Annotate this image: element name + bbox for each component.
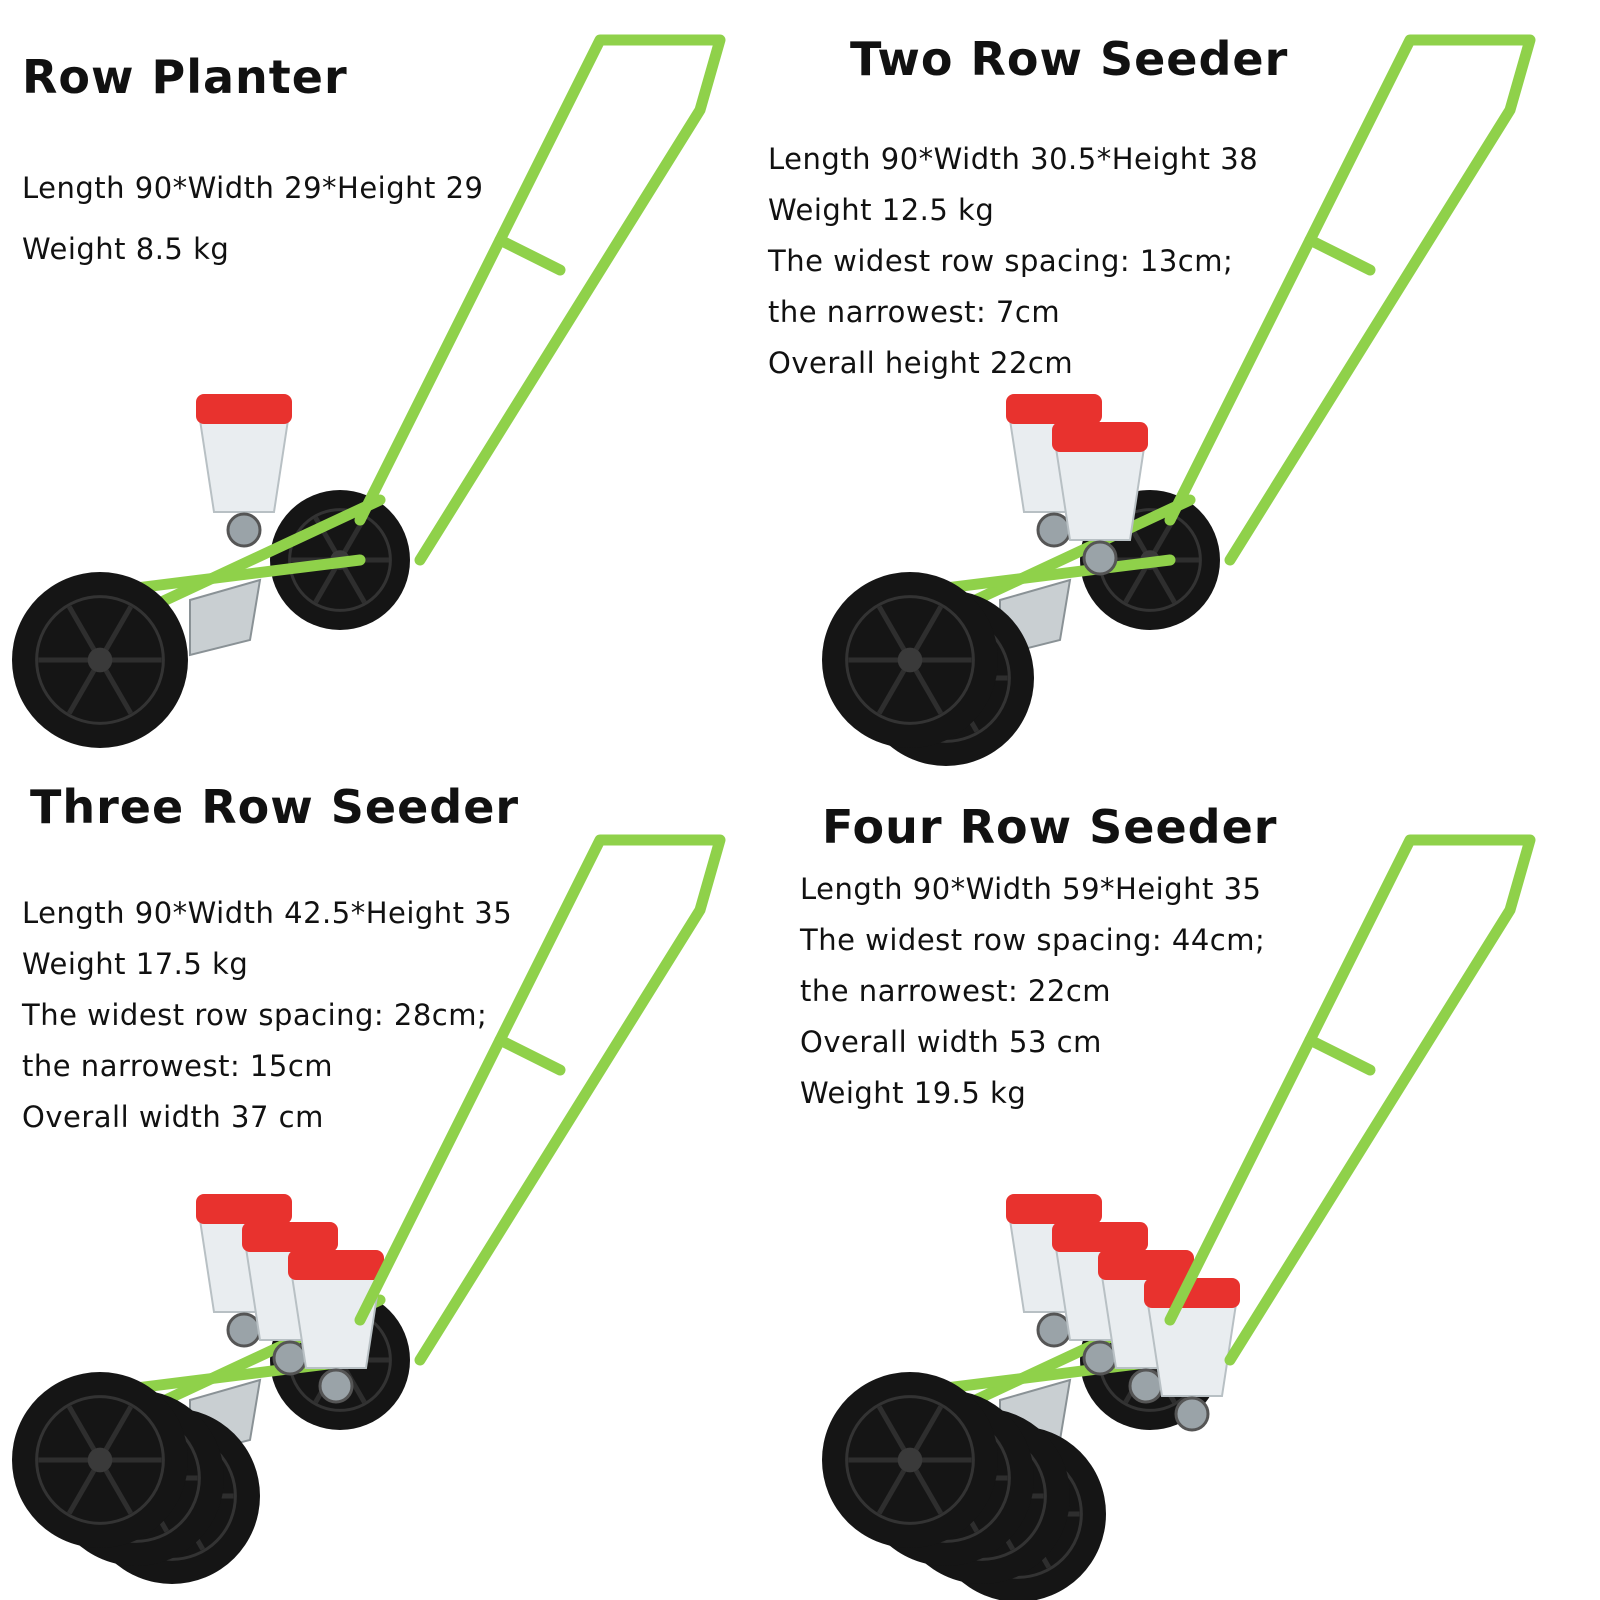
spec-line: Length 90*Width 29*Height 29	[22, 171, 484, 205]
base-frame	[924, 554, 1176, 596]
panel-three-row-seeder: Three Row Seeder Length 90*Width 42.5*He…	[0, 780, 800, 1600]
seed-hopper	[198, 419, 290, 513]
spec-line: Overall width 37 cm	[22, 1100, 324, 1134]
wheel-hub	[87, 1447, 113, 1473]
hopper-lid	[1052, 1222, 1148, 1252]
spec-line: Weight 17.5 kg	[22, 947, 249, 981]
spec-list: Length 90*Width 42.5*Height 35 Weight 17…	[22, 888, 512, 1143]
panel-title: Three Row Seeder	[30, 780, 520, 834]
handle-crossbar	[1304, 1034, 1376, 1076]
furrow-opener	[189, 578, 262, 657]
seed-meter	[1082, 1340, 1118, 1376]
spec-list: Length 90*Width 59*Height 35 The widest …	[800, 864, 1265, 1119]
seed-meter	[1082, 540, 1118, 576]
hopper-lid	[1006, 394, 1102, 424]
seeder-illustration	[12, 834, 726, 1584]
spec-list: Length 90*Width 30.5*Height 38 Weight 12…	[768, 134, 1258, 389]
seed-meter	[1174, 1396, 1210, 1432]
panel-two-row-seeder: Two Row Seeder Length 90*Width 30.5*Heig…	[768, 0, 1600, 800]
hopper-lid	[1098, 1250, 1194, 1280]
handle-crossbar	[494, 1034, 566, 1076]
handle-crossbar	[494, 234, 566, 276]
seeder-illustration	[822, 834, 1536, 1600]
hopper-lid	[288, 1250, 384, 1280]
handle-crossbar	[1304, 234, 1376, 276]
seeder-illustration	[822, 34, 1536, 766]
hopper-lid	[1144, 1278, 1240, 1308]
handle-frame	[1164, 834, 1536, 1366]
seed-meter	[226, 1312, 262, 1348]
spec-line: the narrowest: 22cm	[800, 974, 1112, 1008]
seed-meter	[1128, 1368, 1164, 1404]
spec-line: The widest row spacing: 28cm;	[22, 998, 488, 1032]
wheel-rim	[35, 595, 165, 725]
wheel-rim	[845, 595, 975, 725]
wheel-hub	[897, 1447, 923, 1473]
panel-title: Four Row Seeder	[822, 800, 1278, 854]
panel-row-planter: Row Planter Length 90*Width 29*Height 29…	[0, 0, 800, 800]
seeder-illustration	[12, 34, 726, 748]
spec-line: Weight 8.5 kg	[22, 232, 230, 266]
wheel-hub	[897, 647, 923, 673]
panel-title: Two Row Seeder	[850, 32, 1289, 86]
hopper-lid	[1006, 1194, 1102, 1224]
wheel-rim	[35, 1395, 165, 1525]
wheel-rim	[845, 1395, 975, 1525]
hopper-lid	[196, 1194, 292, 1224]
seed-meter	[318, 1368, 354, 1404]
handle-frame	[1164, 34, 1536, 566]
spec-line: Length 90*Width 42.5*Height 35	[22, 896, 513, 930]
seed-meter	[272, 1340, 308, 1376]
seed-meter	[1036, 1312, 1072, 1348]
spec-list: Length 90*Width 29*Height 29 Weight 8.5 …	[22, 152, 484, 275]
spec-line: Weight 12.5 kg	[768, 193, 995, 227]
panel-four-row-seeder: Four Row Seeder Length 90*Width 59*Heigh…	[800, 800, 1600, 1600]
spec-line: Weight 19.5 kg	[800, 1076, 1027, 1110]
seed-hopper	[1054, 447, 1146, 541]
wheel-rim	[288, 508, 392, 612]
seed-meter	[1036, 512, 1072, 548]
spec-line: the narrowest: 15cm	[22, 1049, 334, 1083]
handle-frame	[354, 834, 726, 1366]
hopper-lid	[196, 394, 292, 424]
wheel-hub	[87, 647, 113, 673]
spec-line: Overall width 53 cm	[800, 1025, 1102, 1059]
handle-frame	[354, 34, 726, 566]
seed-meter	[226, 512, 262, 548]
seed-hopper	[1146, 1303, 1238, 1397]
spec-line: Length 90*Width 59*Height 35	[800, 872, 1262, 906]
spec-line: The widest row spacing: 44cm;	[800, 923, 1266, 957]
spec-line: the narrowest: 7cm	[768, 295, 1061, 329]
base-frame	[114, 554, 366, 596]
hopper-lid	[242, 1222, 338, 1252]
panel-title: Row Planter	[22, 50, 348, 104]
spec-line: Length 90*Width 30.5*Height 38	[768, 142, 1259, 176]
hopper-lid	[1052, 422, 1148, 452]
seed-hopper	[290, 1275, 382, 1369]
spec-line: Overall height 22cm	[768, 346, 1074, 380]
spec-line: The widest row spacing: 13cm;	[768, 244, 1234, 278]
